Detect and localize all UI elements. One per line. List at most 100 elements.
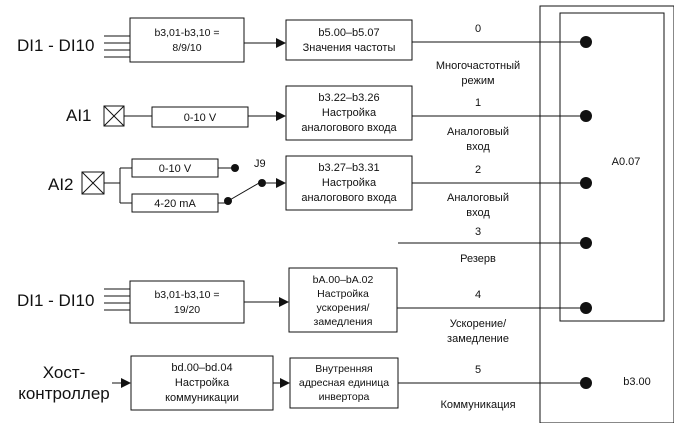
b500-line1: b5.00–b5.07 — [318, 27, 379, 39]
svg-text:Значения частоты: Значения частоты — [303, 42, 396, 54]
a007-selector-frame — [559, 12, 665, 322]
channel-5-contact — [580, 377, 592, 389]
svg-text:Аналоговый: Аналоговый — [447, 126, 509, 138]
b301-top-line1: b3,01-b3,10 = — [154, 27, 219, 39]
svg-text:вход: вход — [466, 207, 490, 219]
ba00-line2: Настройка — [317, 288, 369, 300]
bd00-line3: коммуникации — [165, 392, 239, 404]
channel-0-label-1: Многочастотный — [436, 60, 520, 72]
b322-box — [285, 85, 413, 141]
channel-3-label-1: Резерв — [460, 253, 496, 265]
b327-line3: аналогового входа — [301, 192, 397, 204]
channel-4-label-1: Ускорение/ — [450, 318, 507, 330]
j9-contact-common — [258, 179, 266, 187]
svg-text:инвертора: инвертора — [319, 391, 370, 403]
ba00-line4: замедления — [314, 316, 373, 328]
channel-5-number: 5 — [475, 364, 481, 376]
bd00-line1: bd.00–bd.04 — [171, 362, 232, 374]
channel-0-number: 0 — [475, 23, 481, 35]
channel-4-label-2: замедление — [447, 333, 509, 345]
ba00-line1: bA.00–bA.02 — [313, 274, 374, 286]
channel-0-contact — [580, 36, 592, 48]
internal-line3: инвертора — [319, 391, 370, 403]
ba00-box — [288, 267, 398, 333]
arrow-icon — [279, 297, 289, 307]
channel-4-number: 4 — [475, 289, 481, 301]
channel-2-label-1: Аналоговый — [447, 192, 509, 204]
svg-text:bA.00–bA.02: bA.00–bA.02 — [313, 274, 374, 286]
channel-4-contact — [580, 302, 592, 314]
b301-bottom-box — [129, 280, 245, 324]
ai2-voltage-label: 0-10 V — [159, 163, 192, 175]
svg-text:коммуникации: коммуникации — [165, 392, 239, 404]
channel-1-label-2: вход — [466, 141, 490, 153]
jumper-label: J9 — [254, 158, 266, 170]
b327-box — [285, 155, 413, 211]
b327-line1: b3.27–b3.31 — [318, 162, 379, 174]
svg-text:Коммуникация: Коммуникация — [440, 399, 515, 411]
svg-text:ускорения/: ускорения/ — [317, 302, 370, 314]
svg-text:b3.27–b3.31: b3.27–b3.31 — [318, 162, 379, 174]
svg-text:Настройка: Настройка — [175, 377, 230, 389]
channel-5-label-1: Коммуникация — [440, 399, 515, 411]
ai2-label: AI2 — [48, 175, 74, 194]
svg-text:8/9/10: 8/9/10 — [172, 42, 201, 54]
arrow-icon — [276, 178, 286, 188]
svg-text:аналогового входа: аналогового входа — [301, 192, 397, 204]
host-label-1: Хост- — [43, 363, 86, 382]
host-label-2: контроллер — [18, 384, 110, 403]
arrow-icon — [280, 378, 290, 388]
svg-text:замедления: замедления — [314, 316, 373, 328]
svg-text:режим: режим — [461, 75, 494, 87]
internal-line2: адресная единица — [299, 377, 389, 389]
arrow-icon — [121, 378, 131, 388]
b300-label: b3.00 — [623, 376, 651, 388]
svg-text:Ускорение/: Ускорение/ — [450, 318, 507, 330]
b301-top-box — [129, 17, 245, 63]
b322-line1: b3.22–b3.26 — [318, 92, 379, 104]
svg-text:b3,01-b3,10 =: b3,01-b3,10 = — [154, 27, 219, 39]
svg-text:Настройка: Настройка — [317, 288, 369, 300]
svg-text:адресная единица: адресная единица — [299, 377, 389, 389]
svg-text:19/20: 19/20 — [174, 304, 200, 316]
svg-text:Многочастотный: Многочастотный — [436, 60, 520, 72]
svg-text:b3.22–b3.26: b3.22–b3.26 — [318, 92, 379, 104]
di-bottom-label: DI1 - DI10 — [17, 291, 94, 310]
svg-text:bd.00–bd.04: bd.00–bd.04 — [171, 362, 232, 374]
svg-text:аналогового входа: аналогового входа — [301, 122, 397, 134]
channel-1-number: 1 — [475, 97, 481, 109]
channel-2-label-2: вход — [466, 207, 490, 219]
ai1-range-box — [151, 106, 249, 128]
channel-2-number: 2 — [475, 164, 481, 176]
b322-line2: Настройка — [322, 107, 377, 119]
channel-2-contact — [580, 177, 592, 189]
ai2-current-label: 4-20 mA — [154, 198, 196, 210]
di-top-label: DI1 - DI10 — [17, 36, 94, 55]
channel-0-label-2: режим — [461, 75, 494, 87]
svg-text:Аналоговый: Аналоговый — [447, 192, 509, 204]
bd00-line2: Настройка — [175, 377, 230, 389]
svg-text:вход: вход — [466, 141, 490, 153]
b500-box — [285, 19, 413, 61]
b500-line2: Значения частоты — [303, 42, 396, 54]
svg-text:Резерв: Резерв — [460, 253, 496, 265]
channel-1-label-1: Аналоговый — [447, 126, 509, 138]
internal-unit-box — [289, 357, 399, 409]
arrow-icon — [276, 38, 286, 48]
a007-label: A0.07 — [612, 156, 641, 168]
arrow-icon — [276, 111, 286, 121]
svg-text:Настройка: Настройка — [322, 107, 377, 119]
j9-switch-lever — [227, 182, 260, 202]
svg-text:Хост-: Хост- — [43, 363, 86, 382]
internal-line1: Внутренняя — [315, 363, 373, 375]
ai1-range-label: 0-10 V — [184, 112, 217, 124]
channel-3-number: 3 — [475, 226, 481, 238]
b301-bottom-line1: b3,01-b3,10 = — [154, 289, 219, 301]
svg-text:b5.00–b5.07: b5.00–b5.07 — [318, 27, 379, 39]
svg-text:Настройка: Настройка — [322, 177, 377, 189]
channel-3-contact — [580, 237, 592, 249]
ai1-label: AI1 — [66, 106, 92, 125]
b301-bottom-line2: 19/20 — [174, 304, 200, 316]
ba00-line3: ускорения/ — [317, 302, 370, 314]
